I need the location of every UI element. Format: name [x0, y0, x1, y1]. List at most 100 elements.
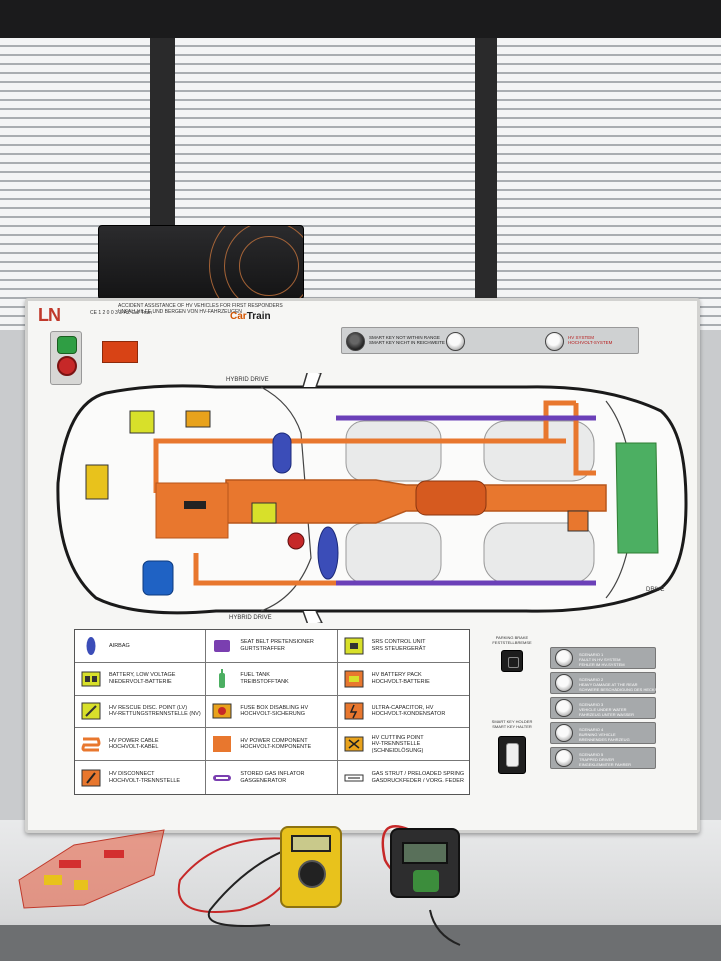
multimeter-buttons[interactable] [413, 870, 439, 892]
legend-seatbelt: SEAT BELT PRETENSIONER GURTSTRAFFER [206, 630, 338, 663]
smart-key-panel: SMART KEY NOT WITHIN RANGE SMART KEY NIC… [341, 327, 639, 354]
spare-parts-bag [18, 829, 165, 909]
mirror-top [302, 373, 322, 388]
legend-text: FUSE BOX DISABLING HV HOCHVOLT-SICHERUNG [240, 704, 309, 718]
scenario-4-switch[interactable] [555, 724, 573, 742]
legend-ultra-capacitor: ULTRA-CAPACITOR, HV HOCHVOLT-KONDENSATOR [337, 696, 469, 729]
scenario-label: SCENARIO 2 HEAVY DAMAGE AT THE REAR SCHW… [579, 677, 658, 692]
scenario-panel: SCENARIO 1 FAULT IN HV SYSTEM FEHLER IM … [550, 647, 658, 771]
vehicle-diagram: HYBRID DRIVE HYBRID DRIVE DRIVE [56, 373, 688, 623]
scenario-label: SCENARIO 5 TRAPPED DRIVER EINGEKLEMMTER … [579, 752, 632, 767]
airbag-icon [81, 636, 101, 656]
ready-switch[interactable] [446, 332, 465, 351]
legend-hv-battery: HV BATTERY PACK HOCHVOLT-BATTERIE [337, 663, 469, 696]
hv-power-component-icon [212, 734, 232, 754]
multimeter-display [402, 842, 448, 864]
smart-key-range-switch[interactable] [346, 332, 365, 351]
scenario-label: SCENARIO 1 FAULT IN HV SYSTEM FEHLER IM … [579, 652, 625, 667]
legend-table: AIRBAG SEAT BELT PRETENSIONER GURTSTRAFF… [74, 629, 470, 795]
hv-system-switch[interactable] [545, 332, 564, 351]
legend-text: BATTERY, LOW VOLTAGE NIEDERVOLT-BATTERIE [109, 672, 176, 685]
legend-text: ULTRA-CAPACITOR, HV HOCHVOLT-KONDENSATOR [371, 704, 446, 718]
scenario-label: SCENARIO 3 VEHICLE UNDER WATER FAHRZEUG … [579, 702, 634, 717]
mirror-bottom [302, 610, 323, 623]
board-title-en: ACCIDENT ASSISTANCE OF HV VEHICLES FOR F… [118, 303, 283, 309]
window-blind-right [497, 38, 721, 338]
scenario-3-switch[interactable] [555, 699, 573, 717]
legend-text: GAS STRUT / PRELOADED SPRING GASDRUCKFED… [371, 771, 465, 784]
warning-label-front [85, 464, 109, 500]
scenario-row: SCENARIO 4 BURNING VEHICLE BRENNENDES FA… [550, 722, 656, 744]
battery-low-voltage-icon [81, 669, 101, 689]
ultra-capacitor-icon [344, 701, 364, 721]
workbench-edge [0, 925, 721, 961]
legend-text: AIRBAG [109, 642, 130, 649]
legend-gas-inflator: STORED GAS INFLATOR GASGENERATOR [206, 761, 338, 794]
scenario-row: SCENARIO 1 FAULT IN HV SYSTEM FEHLER IM … [550, 647, 656, 669]
legend-hv-cable: HV POWER CABLE HOCHVOLT-KABEL [75, 728, 207, 762]
legend-text: HV RESCUE DISC. POINT (LV) HV-RETTUNGSTR… [109, 704, 201, 718]
legend-text: HV BATTERY PACK HOCHVOLT-BATTERIE [371, 672, 430, 685]
legend-hv-component: HV POWER COMPONENT HOCHVOLT-KOMPONENTE [206, 728, 338, 762]
gas-strut-icon [344, 768, 364, 788]
legend-hv-cutting: HV CUTTING POINT HV-TRENNSTELLE (SCHNEID… [337, 728, 469, 762]
legend-text: HV POWER CABLE HOCHVOLT-KABEL [109, 737, 159, 751]
ln-logo: LN [38, 305, 61, 325]
parking-brake-button[interactable] [501, 650, 523, 672]
scenario-1-switch[interactable] [555, 649, 573, 667]
svg-text:HYBRID DRIVE: HYBRID DRIVE [229, 615, 272, 621]
power-on-button[interactable] [57, 336, 77, 354]
smart-key-holder-label: SMART KEY HOLDER SMART KEY HALTER [491, 719, 533, 729]
multimeter-display [291, 835, 331, 852]
yellow-multimeter [280, 826, 342, 908]
scenario-label: SCENARIO 4 BURNING VEHICLE BRENNENDES FA… [579, 727, 630, 742]
srs-control-unit [251, 502, 277, 524]
airbag-passenger [317, 526, 339, 580]
hv-cutting-point-front [185, 410, 211, 428]
airbag-dash-top [272, 432, 292, 474]
multimeter-dial[interactable] [298, 860, 326, 888]
hv-disconnect-handle [415, 480, 487, 516]
seatbelt-pretensioner-icon [212, 636, 232, 656]
power-switch-panel [50, 331, 82, 385]
brand-prefix: Car [230, 311, 247, 322]
training-board: LN CE 1 2 0 0 3 3-AZ Car Train ACCIDENT … [25, 298, 700, 833]
catalog-number: CE 1 2 0 0 3 3-AZ Car Train [90, 310, 152, 316]
hv-cutting-point-icon [344, 734, 364, 754]
fuse-box-icon [212, 701, 232, 721]
product-box [98, 225, 304, 300]
legend-text: SEAT BELT PRETENSIONER GURTSTRAFFER [240, 639, 314, 652]
ceiling [0, 0, 721, 38]
scenario-2-switch[interactable] [555, 674, 573, 692]
legend-hv-disconnect: HV DISCONNECT HOCHVOLT-TRENNSTELLE [75, 761, 207, 794]
smart-key-fob[interactable] [506, 743, 519, 767]
black-multimeter [390, 828, 460, 898]
scenario-row: SCENARIO 3 VEHICLE UNDER WATER FAHRZEUG … [550, 697, 656, 719]
scenario-5-switch[interactable] [555, 749, 573, 767]
parking-brake-label: PARKING BRAKE FESTSTELLBREMSE [492, 635, 532, 645]
fuse-box-hv [287, 532, 305, 550]
legend-fuse-box: FUSE BOX DISABLING HV HOCHVOLT-SICHERUNG [206, 695, 338, 729]
ultra-capacitor [567, 510, 589, 532]
warning-sticker [102, 341, 138, 363]
svg-text:DRIVE: DRIVE [646, 587, 664, 593]
hv-disconnect-icon [81, 768, 101, 788]
smart-key-holder[interactable] [498, 736, 526, 774]
legend-srs: SRS CONTROL UNIT SRS STEUERGERÄT [337, 630, 469, 663]
stored-gas-inflator-icon [212, 768, 232, 788]
seats [345, 420, 595, 584]
legend-text: FUEL TANK TREIBSTOFFTANK [240, 672, 289, 685]
hv-system-label: HV SYSTEM HOCHVOLT-SYSTEM [568, 335, 613, 345]
legend-text: HV POWER COMPONENT HOCHVOLT-KOMPONENTE [240, 737, 312, 751]
legend-hv-rescue: HV RESCUE DISC. POINT (LV) HV-RETTUNGSTR… [75, 695, 207, 729]
fuel-tank-icon [212, 668, 232, 689]
hv-battery-pack-icon [344, 669, 364, 689]
emergency-stop-button[interactable] [57, 356, 77, 376]
window-mullion [475, 38, 497, 338]
legend-text: STORED GAS INFLATOR GASGENERATOR [240, 771, 305, 784]
low-voltage-battery [142, 560, 174, 596]
rear-hv-component-green [615, 442, 659, 554]
hv-power-cable-icon [81, 734, 101, 754]
srs-unit-front [129, 410, 155, 434]
legend-battery-lv: BATTERY, LOW VOLTAGE NIEDERVOLT-BATTERIE [75, 662, 207, 696]
